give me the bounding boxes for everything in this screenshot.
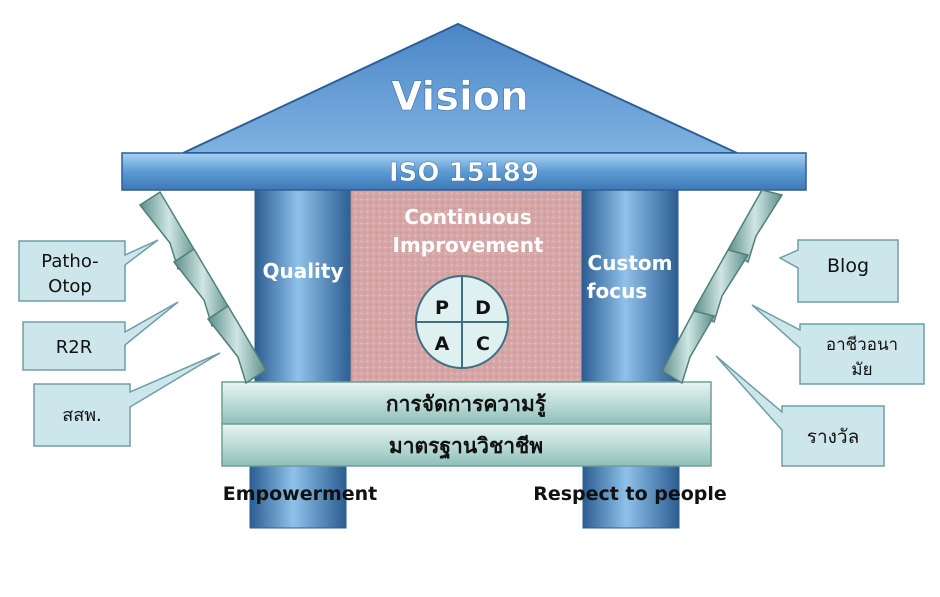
callout-blog-text: Blog	[827, 255, 869, 277]
callout-occupational-health-line1: อาชีวอนา	[826, 335, 898, 355]
pdca-p: P	[435, 297, 449, 319]
iso-beam	[121, 152, 807, 191]
foundation-knowledge-management	[221, 381, 712, 425]
right-chevron-arrow	[661, 189, 784, 385]
callout-patho-otop-line1: Patho-	[41, 251, 98, 272]
foundation-bottom-label: มาตรฐานวิชาชีพ	[389, 434, 543, 460]
pdca-d: D	[475, 297, 491, 319]
callout-award-text: รางวัล	[807, 426, 859, 448]
foundation-top-label: การจัดการความรู้	[386, 392, 547, 418]
foundation-professional-standard	[221, 423, 712, 467]
pdca-a: A	[435, 333, 450, 355]
callout-sorsorpor-text: สสพ.	[62, 405, 102, 426]
callout-occupational-health-line2: มัย	[851, 360, 872, 380]
quality-pillar-label: Quality	[262, 259, 343, 283]
custom-focus-pillar	[581, 189, 679, 383]
custom-focus-label-line2: focus	[587, 279, 647, 303]
left-pillar-base	[249, 459, 347, 529]
callout-patho-otop-line2: Otop	[48, 276, 92, 297]
callout-occupational-health: อาชีวอนา มัย	[751, 304, 925, 385]
quality-pillar	[254, 189, 352, 383]
continuous-improvement-label-line1: Continuous	[404, 205, 531, 229]
callout-award: รางวัล	[715, 355, 885, 467]
continuous-improvement-label-line2: Improvement	[392, 233, 543, 257]
roof-label: Vision	[391, 74, 528, 120]
respect-to-people-label: Respect to people	[533, 483, 727, 505]
empowerment-label: Empowerment	[223, 483, 378, 505]
pdca-c: C	[476, 333, 490, 355]
callout-r2r: R2R	[22, 301, 179, 371]
left-chevron-arrow	[138, 190, 268, 385]
callout-blog: Blog	[778, 239, 899, 303]
callout-r2r-text: R2R	[56, 337, 92, 358]
callout-sorsorpor: สสพ.	[33, 352, 221, 447]
right-pillar-base	[582, 459, 680, 529]
custom-focus-label-line1: Custom	[588, 251, 673, 275]
callout-patho-otop: Patho- Otop	[18, 239, 159, 302]
iso-beam-label: ISO 15189	[389, 158, 539, 188]
pdca-circle: P D A C	[415, 275, 509, 369]
